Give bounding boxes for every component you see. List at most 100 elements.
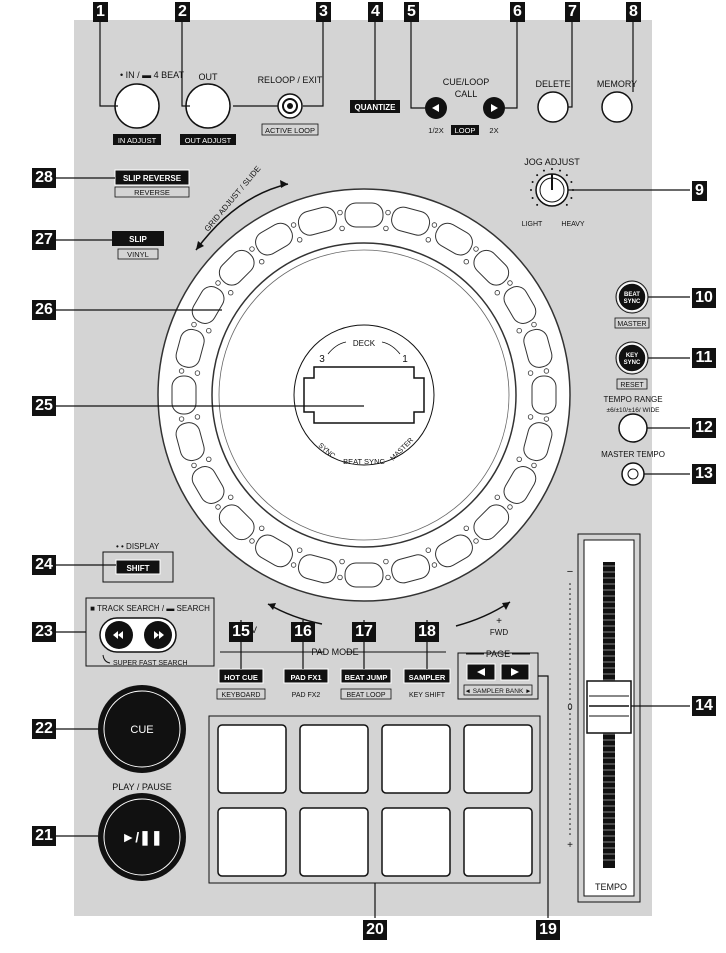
callout-2: 2 xyxy=(175,2,190,22)
tempo-scale-dot xyxy=(569,698,571,700)
slip-button[interactable] xyxy=(112,231,164,246)
tempo-scale-dot xyxy=(569,703,571,705)
tempo-range-button[interactable] xyxy=(618,413,648,443)
shift-frame xyxy=(102,551,174,583)
jog-adjust-tick xyxy=(536,203,539,206)
tempo-scale-dot xyxy=(569,618,571,620)
master-tempo-button[interactable] xyxy=(621,462,645,486)
jog-ring-dot xyxy=(339,558,345,565)
slip-label: SLIP xyxy=(129,235,147,244)
beat-loop-label: BEAT LOOP xyxy=(346,692,385,699)
jog-ring-pad xyxy=(297,206,337,236)
jog-ring-pad xyxy=(255,534,293,568)
jog-ring-pad xyxy=(191,286,225,324)
callout-27: 27 xyxy=(32,230,56,250)
callout-16: 16 xyxy=(291,622,315,642)
jog-wheel-platter-inner xyxy=(218,249,510,541)
callout-5: 5 xyxy=(404,2,419,22)
jog-adjust-tick xyxy=(565,174,568,177)
memory-button[interactable] xyxy=(601,91,633,123)
tempo-scale-dot xyxy=(569,718,571,720)
jog-adjust-label: JOG ADJUST xyxy=(524,157,580,167)
performance-pad xyxy=(463,807,533,877)
jog-ring-dot xyxy=(337,574,343,581)
jog-ring-pad xyxy=(523,328,553,368)
key-sync-button[interactable] xyxy=(617,343,647,373)
delete-button[interactable] xyxy=(537,91,569,123)
key-sync-label-2: SYNC xyxy=(624,360,641,366)
jog-adjust-tick xyxy=(570,180,573,183)
jog-ring-dot xyxy=(494,494,500,500)
loop-box xyxy=(451,125,479,135)
jog-ring-dot xyxy=(228,290,234,296)
hot-cue-label: HOT CUE xyxy=(224,673,258,682)
callout-13: 13 xyxy=(692,464,716,484)
play-pause-ring xyxy=(103,798,181,876)
tempo-dotted-scale xyxy=(569,583,571,835)
tempo-scale-dot xyxy=(569,808,571,810)
beat-sync-button[interactable] xyxy=(617,282,647,312)
callout-9: 9 xyxy=(692,181,707,201)
tempo-label: TEMPO xyxy=(595,882,627,892)
keyboard-label: KEYBOARD xyxy=(222,692,261,699)
tempo-scale-dot xyxy=(569,593,571,595)
play-pause-button[interactable] xyxy=(98,793,186,881)
callout-17: 17 xyxy=(352,622,376,642)
tempo-plus-label: + xyxy=(567,840,573,851)
half-label: 1/2X xyxy=(428,126,443,135)
tempo-scale-dot xyxy=(569,708,571,710)
jog-ring-dot xyxy=(543,368,550,374)
tempo-scale-dot xyxy=(569,623,571,625)
deck-arc-left xyxy=(327,341,347,355)
jog-ring-dot xyxy=(178,368,185,374)
grid-adjust-arrow xyxy=(195,183,289,251)
jog-adjust-tick xyxy=(531,197,534,200)
reloop-label: RELOOP / EXIT xyxy=(258,75,323,85)
active-loop-box xyxy=(261,123,319,136)
reverse-label: REVERSE xyxy=(134,188,170,197)
jog-ring-dot xyxy=(290,562,297,568)
jog-ring-pad xyxy=(435,534,473,568)
tempo-scale-dot xyxy=(569,728,571,730)
heavy-label: HEAVY xyxy=(561,221,585,228)
tempo-slider-knob[interactable] xyxy=(586,680,632,734)
tempo-scale-dot xyxy=(569,763,571,765)
out-button[interactable] xyxy=(185,83,231,129)
reloop-inner-ring xyxy=(282,98,298,114)
in-button[interactable] xyxy=(114,83,160,129)
callout-7: 7 xyxy=(565,2,580,22)
callout-22: 22 xyxy=(32,719,56,739)
tempo-scale-dot xyxy=(569,583,571,585)
quantize-label: QUANTIZE xyxy=(355,103,397,112)
quantize-button[interactable] xyxy=(350,100,400,113)
jog-ring-dot xyxy=(463,525,469,531)
callout-24: 24 xyxy=(32,555,56,575)
shift-button[interactable] xyxy=(115,559,161,575)
pad-fx2-label: PAD FX2 xyxy=(292,692,321,699)
jog-ring-dot xyxy=(178,416,185,422)
callout-20: 20 xyxy=(363,920,387,940)
callout-12: 12 xyxy=(692,418,716,438)
jog-ring-pad xyxy=(391,206,431,236)
master-tempo-indicator xyxy=(627,468,639,480)
callout-26: 26 xyxy=(32,300,56,320)
tempo-scale-dot xyxy=(569,658,571,660)
tempo-scale-dot xyxy=(569,833,571,835)
beat-jump-button[interactable] xyxy=(340,668,392,684)
tempo-scale-dot xyxy=(569,653,571,655)
tempo-scale-dot xyxy=(569,823,571,825)
super-fast-search-hook xyxy=(102,654,111,664)
callout-15: 15 xyxy=(229,622,253,642)
tempo-zero-label: 0 xyxy=(567,702,572,712)
jog-ring-pad xyxy=(473,504,510,541)
jog-ring-dot xyxy=(543,416,550,422)
jog-adjust-tick xyxy=(559,169,562,172)
rev-label-fragment: V xyxy=(251,625,257,635)
tempo-scale-dot xyxy=(569,793,571,795)
cue-button[interactable] xyxy=(98,685,186,773)
callout-18: 18 xyxy=(415,622,439,642)
jog-wheel-ring-dots xyxy=(178,209,550,581)
tempo-scale-dot xyxy=(569,668,571,670)
pad-fx1-button[interactable] xyxy=(283,668,329,684)
super-fast-search-label: SUPER FAST SEARCH xyxy=(113,660,188,667)
